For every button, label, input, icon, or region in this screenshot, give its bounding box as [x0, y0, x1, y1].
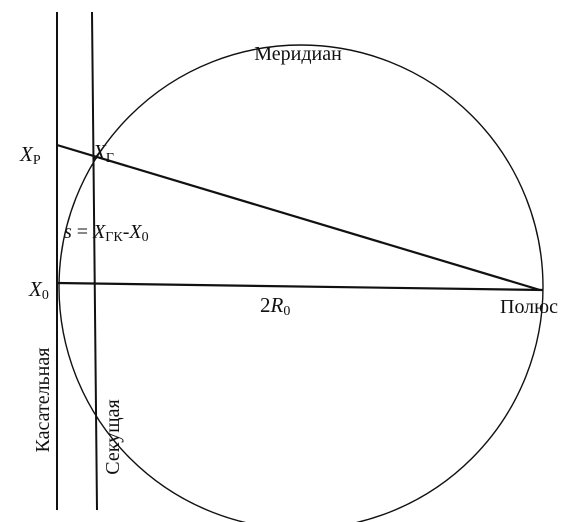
x-g-label: XГ	[92, 140, 114, 166]
meridian-circle	[58, 44, 544, 522]
x-0-label: X0	[28, 277, 49, 303]
s-formula: s = XГК-X0	[64, 221, 149, 245]
x-r-label: XР	[19, 142, 41, 168]
diameter-line	[56, 281, 544, 292]
pole-label: Полюс	[500, 296, 558, 318]
secant-line	[91, 11, 98, 511]
tangent-label: Касательная	[32, 348, 54, 453]
meridian-label: Меридиан	[254, 43, 342, 65]
two-r0-label: 2R0	[260, 293, 290, 319]
secant-label: Секущая	[102, 399, 124, 474]
projection-line	[56, 143, 541, 292]
